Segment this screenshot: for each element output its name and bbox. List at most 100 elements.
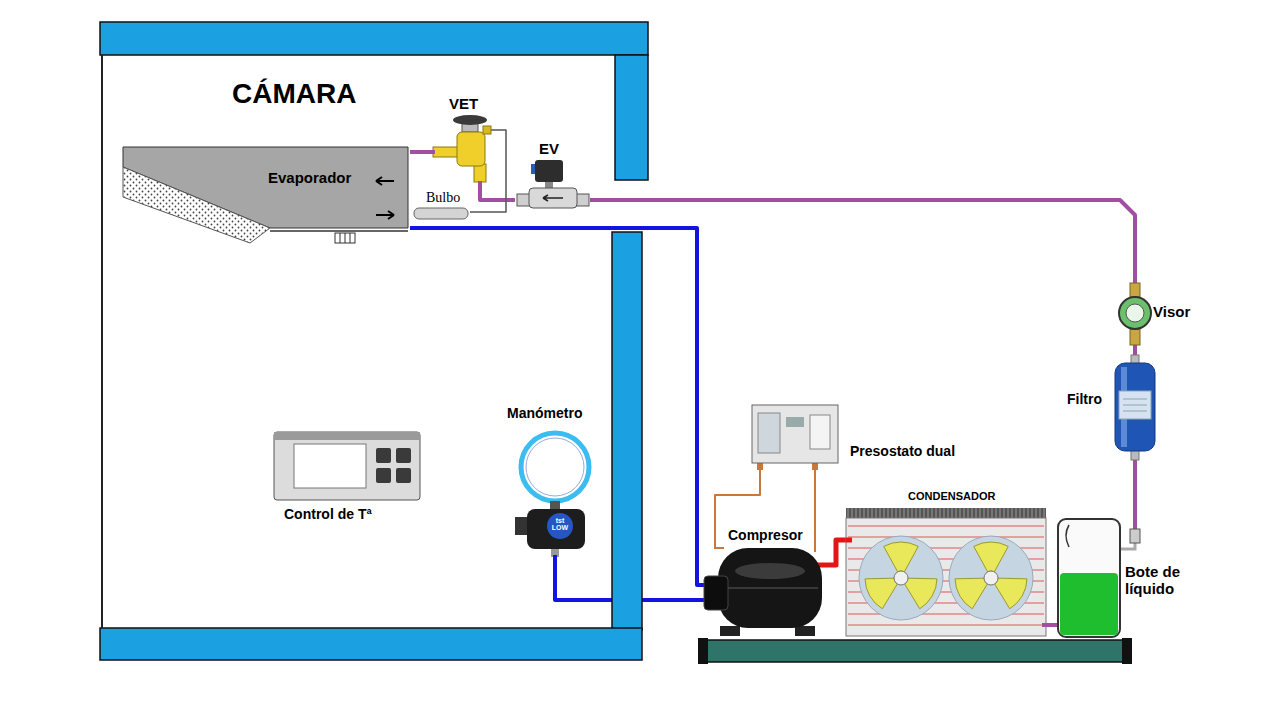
temperature-controller: Control de Tª: [270, 428, 425, 530]
gauge-badge: [547, 513, 573, 539]
dual-pressure-switch: Presostato dual: [748, 403, 975, 470]
capillary-stub: [715, 526, 724, 548]
gauge-dial: [526, 438, 584, 496]
insulated-wall: [100, 22, 648, 55]
liquid-receiver: Bote de líquido: [1055, 515, 1191, 642]
pressure-gauge: Manómetro tst LOW: [505, 405, 600, 565]
sight-fitting: [1130, 283, 1140, 297]
compressor-foot: [720, 626, 740, 636]
cold-room: CÁMARA VET EV EvaporadorBulboManómetro tst L…: [100, 22, 648, 662]
receiver-handle: [1066, 525, 1069, 547]
compressor-body: [718, 548, 822, 628]
label-slot: Control de Tª: [284, 506, 372, 522]
drip-tray: [270, 230, 408, 232]
component-label: Manómetro: [507, 405, 582, 421]
controller-button: [396, 448, 411, 463]
label-slot: Compresor: [728, 527, 803, 543]
sight-glass: Visor: [1105, 283, 1200, 345]
label-slot: Bulbo: [426, 190, 460, 206]
insulated-wall: [100, 628, 642, 660]
valve-body: [457, 132, 485, 166]
flow-arrow: [543, 195, 563, 201]
liquid-line: [410, 150, 425, 154]
controller-button: [376, 448, 391, 463]
filter-body: [1115, 363, 1155, 451]
valve-stem: [545, 182, 553, 188]
sensing-bulb: Bulbo: [412, 190, 470, 222]
pipe-stub: [425, 150, 435, 154]
label-slot: Filtro: [1067, 391, 1102, 407]
valve-outlet: [433, 147, 459, 157]
evaporator-fins: [123, 167, 270, 243]
label-slot: CONDENSADOR: [908, 490, 995, 503]
flow-arrow: [376, 177, 394, 185]
sticker-lines: [1123, 399, 1147, 411]
flow-arrow: [376, 211, 394, 219]
component-label: Compresor: [728, 527, 803, 543]
label-slot: Bote de líquido: [1125, 563, 1189, 598]
component-label: Visor: [1153, 303, 1190, 320]
expansion-valve: VET: [425, 95, 500, 188]
drain-fitting: [335, 233, 355, 243]
component-label: CONDENSADOR: [908, 490, 995, 503]
component-label: Bote de líquido: [1125, 563, 1189, 598]
fan-hub: [984, 571, 998, 585]
valve-inlet: [474, 164, 486, 182]
pipe-stub: [553, 555, 557, 565]
solenoid-coil: [535, 160, 563, 182]
fan-hub: [894, 571, 908, 585]
component-label: EV: [539, 140, 559, 157]
fan: [859, 536, 943, 620]
component-label: VET: [449, 95, 478, 112]
base-plate: [705, 640, 1125, 662]
controller-top: [274, 432, 420, 440]
compressor-art: [700, 526, 826, 640]
valve-body: [529, 188, 577, 208]
switch-panel: [758, 413, 780, 453]
label-slot: Evaporador: [268, 169, 351, 186]
label-slot: Manómetro: [507, 405, 582, 421]
liquid-line: [480, 188, 515, 200]
base-end: [1122, 638, 1132, 664]
condenser-tubes: [848, 526, 1044, 625]
fan: [949, 536, 1033, 620]
controller-button: [376, 468, 391, 483]
pipe-stub: [1042, 623, 1048, 627]
component-label: Evaporador: [268, 169, 351, 186]
liquid-level: [1060, 573, 1118, 635]
label-slot: Presostato dual: [850, 443, 955, 459]
switch-port: [812, 463, 818, 470]
cold-room-art: [100, 22, 648, 662]
label-slot: CÁMARA: [232, 78, 356, 110]
discharge-line: [826, 540, 846, 565]
fan-blade: [995, 578, 1027, 609]
receiver-valve: [1130, 529, 1140, 543]
liquid-line: [1133, 345, 1137, 355]
gauge-brand: tst LOW: [547, 517, 573, 531]
controller-case: [274, 432, 420, 500]
liquid-line: [1048, 623, 1055, 627]
capillary-tube: [715, 470, 760, 526]
base-end: [698, 638, 708, 664]
component-label: CÁMARA: [232, 78, 356, 110]
terminal-box: [704, 576, 728, 610]
switch-logo: [786, 417, 804, 427]
suction-line: [410, 228, 700, 585]
receiver-shell: [1058, 519, 1120, 637]
compressor-highlight: [735, 563, 805, 579]
controller-screen: [294, 444, 366, 488]
fan-blade: [974, 542, 1009, 572]
capillary-tube: [814, 470, 816, 526]
valve-head: [453, 115, 487, 125]
pipe-stub: [846, 538, 852, 543]
label-slot: Visor: [1153, 303, 1190, 320]
component-label: Control de Tª: [284, 506, 372, 522]
sight-body: [1119, 297, 1151, 329]
gauge-knob: [515, 517, 529, 535]
evaporator: Evaporador: [120, 145, 410, 245]
condenser-body: [846, 518, 1046, 636]
fan-blade: [905, 578, 937, 609]
solenoid-valve: EV: [515, 140, 590, 218]
wall-outline: [101, 55, 103, 628]
